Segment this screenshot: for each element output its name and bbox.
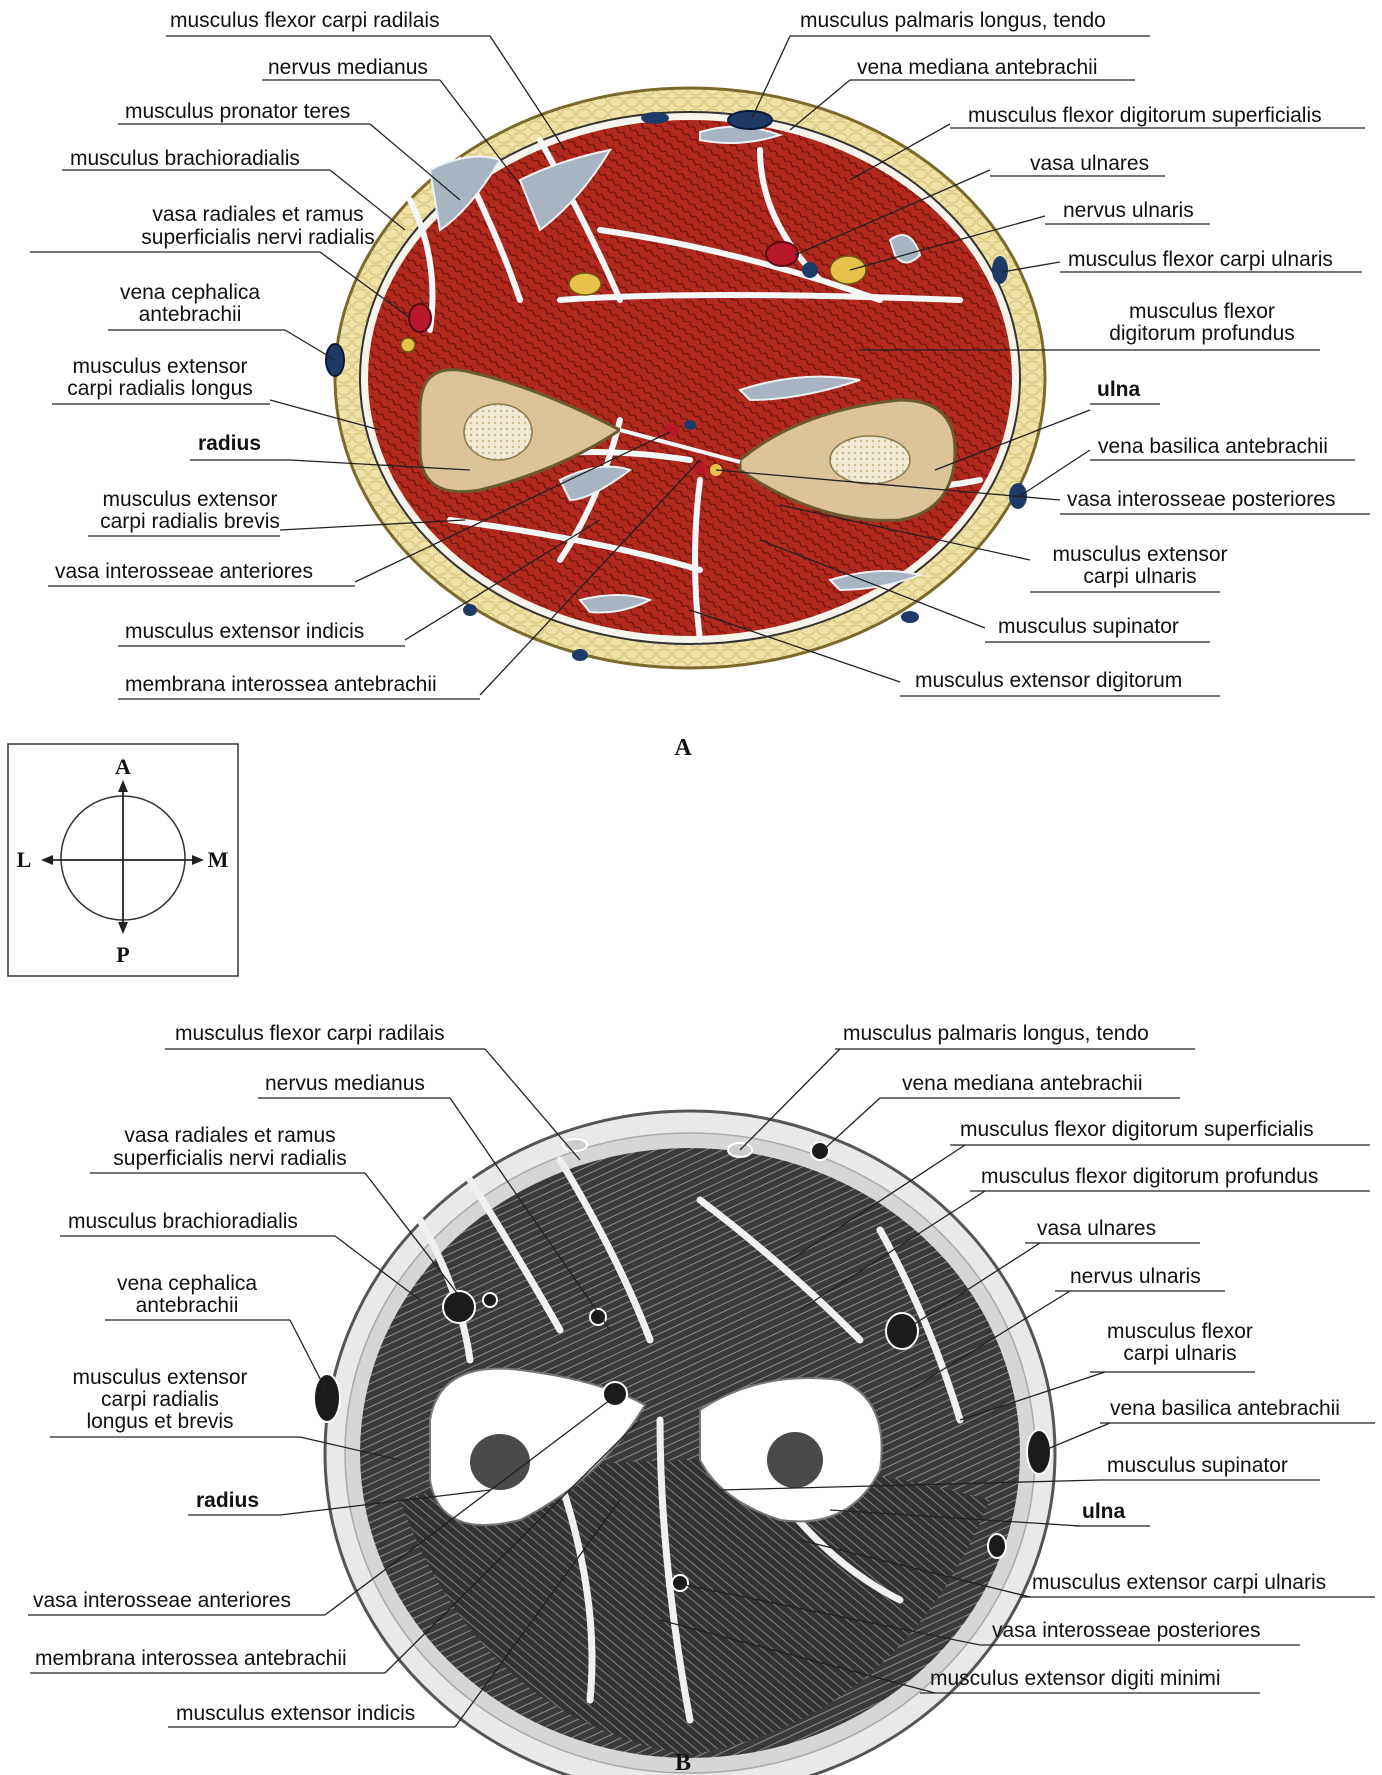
radius-marrow-a [464, 404, 532, 460]
label-a-nervus-ulnaris: nervus ulnaris [1063, 199, 1194, 222]
ulna-marrow-a [830, 436, 910, 484]
label-a-ecu-2: carpi ulnaris [1083, 565, 1196, 588]
label-b-supinator: musculus supinator [1107, 1454, 1288, 1477]
label-b-nervus-medianus: nervus medianus [265, 1072, 425, 1095]
label-a-palmaris-longus: musculus palmaris longus, tendo [800, 9, 1106, 32]
compass-medial: M [208, 847, 229, 872]
compass-posterior: P [116, 942, 129, 967]
label-b-vasa-radiales-1: vasa radiales et ramus [124, 1124, 335, 1147]
label-a-vena-mediana: vena mediana antebrachii [857, 56, 1098, 79]
caption-a: A [674, 735, 692, 761]
label-a-vasa-ulnares: vasa ulnares [1030, 152, 1149, 175]
label-a-ecrl-2: carpi radialis longus [67, 377, 253, 400]
label-b-vena-basilica: vena basilica antebrachii [1110, 1397, 1340, 1420]
label-b-extensor-indicis: musculus extensor indicis [176, 1702, 415, 1725]
label-a-fdp-1: musculus flexor [1129, 300, 1275, 323]
label-a-pronator-teres: musculus pronator teres [125, 100, 350, 123]
label-b-palmaris-longus: musculus palmaris longus, tendo [843, 1022, 1149, 1045]
label-a-vasa-interosseae-anteriores: vasa interosseae anteriores [55, 560, 313, 583]
label-a-ecu-1: musculus extensor [1052, 543, 1227, 566]
label-a-nervus-medianus: nervus medianus [268, 56, 428, 79]
label-b-brachioradialis: musculus brachioradialis [68, 1210, 298, 1233]
label-a-radius: radius [198, 432, 261, 455]
label-a-ulna: ulna [1097, 378, 1140, 401]
label-b-radius: radius [196, 1489, 259, 1512]
label-a-vena-basilica: vena basilica antebrachii [1098, 435, 1328, 458]
compass-anterior: A [115, 754, 131, 779]
label-a-supinator: musculus supinator [998, 615, 1179, 638]
label-b-ecu: musculus extensor carpi ulnaris [1032, 1571, 1326, 1594]
label-a-vasa-interosseae-posteriores: vasa interosseae posteriores [1067, 488, 1335, 511]
label-b-ecr-1: musculus extensor [72, 1366, 247, 1389]
label-b-vasa-interosseae-posteriores: vasa interosseae posteriores [992, 1619, 1260, 1642]
label-b-vena-cephalica-2: antebrachii [136, 1294, 239, 1317]
label-b-ecr-2: carpi radialis [101, 1388, 219, 1411]
label-b-vena-cephalica-1: vena cephalica [117, 1272, 257, 1295]
label-a-ecrb-1: musculus extensor [102, 488, 277, 511]
label-a-extensor-indicis: musculus extensor indicis [125, 620, 364, 643]
label-a-ecrl-1: musculus extensor [72, 355, 247, 378]
label-a-fcu: musculus flexor carpi ulnaris [1068, 248, 1333, 271]
label-b-vasa-interosseae-anteriores: vasa interosseae anteriores [33, 1589, 291, 1612]
label-a-brachioradialis: musculus brachioradialis [70, 147, 300, 170]
label-a-membrana-interossea: membrana interossea antebrachii [125, 673, 437, 696]
caption-b: B [675, 1750, 691, 1775]
orientation-compass: A P L M [8, 744, 238, 976]
label-b-nervus-ulnaris: nervus ulnaris [1070, 1265, 1201, 1288]
label-a-ecrb-2: carpi radialis brevis [100, 510, 280, 533]
label-b-fdp: musculus flexor digitorum profundus [981, 1165, 1318, 1188]
label-b-extensor-digiti-minimi: musculus extensor digiti minimi [930, 1667, 1221, 1690]
radius-marrow-b [470, 1434, 530, 1490]
label-b-vena-mediana: vena mediana antebrachii [902, 1072, 1143, 1095]
figure-a-illustration [326, 88, 1045, 668]
label-b-fcu-1: musculus flexor [1107, 1320, 1253, 1343]
label-a-fdp-2: digitorum profundus [1109, 322, 1295, 345]
label-a-fds: musculus flexor digitorum superficialis [968, 104, 1322, 127]
label-b-flexor-carpi-radialis: musculus flexor carpi radilais [175, 1022, 445, 1045]
label-a-vena-cephalica-1: vena cephalica [120, 281, 260, 304]
label-b-membrana-interossea: membrana interossea antebrachii [35, 1647, 347, 1670]
label-b-vasa-radiales-2: superficialis nervi radialis [113, 1147, 346, 1170]
ulna-marrow-b [767, 1432, 823, 1488]
label-b-fds: musculus flexor digitorum superficialis [960, 1118, 1314, 1141]
label-b-ecr-3: longus et brevis [86, 1410, 233, 1433]
label-b-vasa-ulnares: vasa ulnares [1037, 1217, 1156, 1240]
label-a-vasa-radiales-2: superficialis nervi radialis [141, 226, 374, 249]
label-b-fcu-2: carpi ulnaris [1123, 1342, 1236, 1365]
label-b-ulna: ulna [1082, 1500, 1125, 1523]
label-a-vasa-radiales-1: vasa radiales et ramus [152, 203, 363, 226]
compass-lateral: L [17, 847, 32, 872]
label-a-vena-cephalica-2: antebrachii [139, 303, 242, 326]
label-a-extensor-digitorum: musculus extensor digitorum [915, 669, 1182, 692]
label-a-flexor-carpi-radialis: musculus flexor carpi radilais [170, 9, 440, 32]
